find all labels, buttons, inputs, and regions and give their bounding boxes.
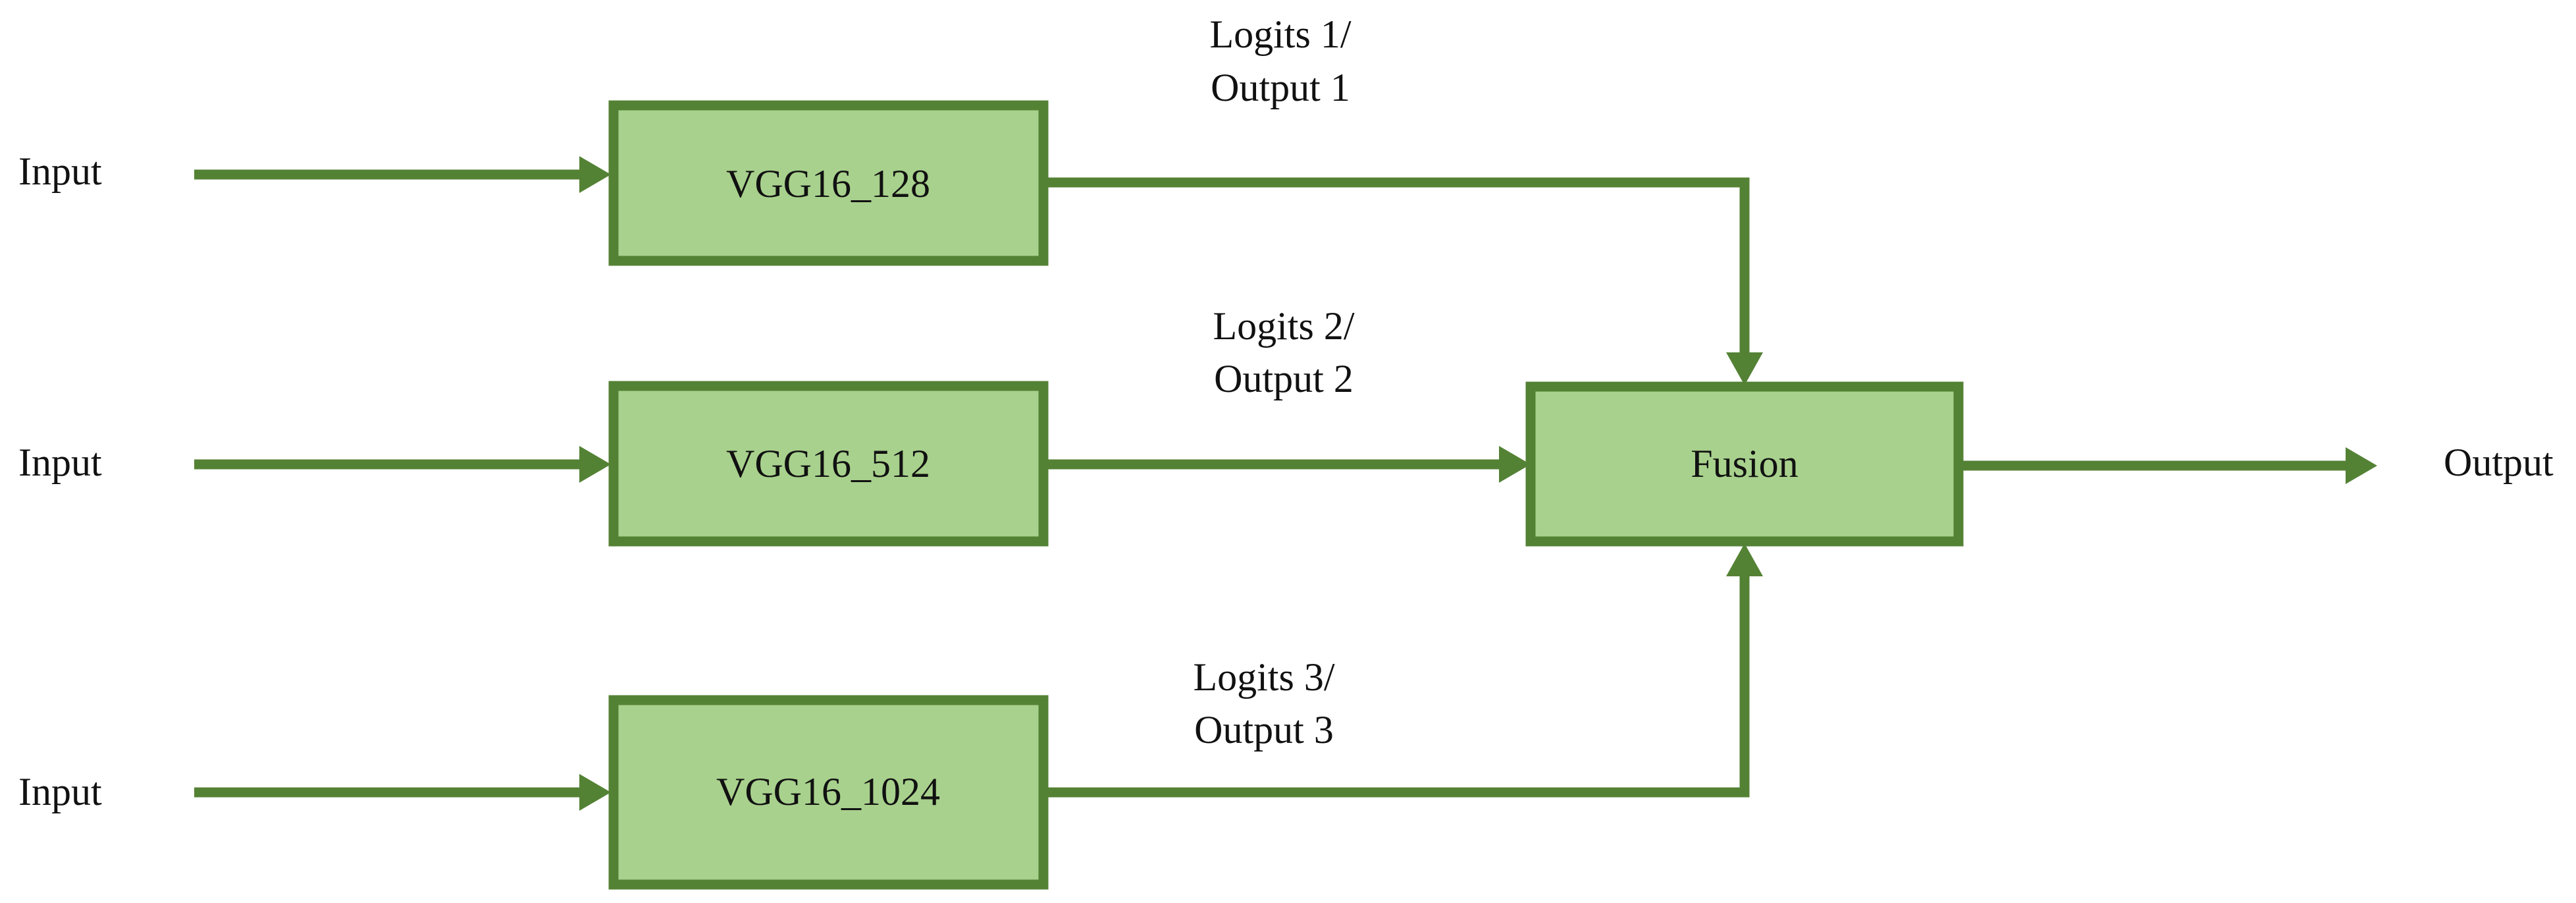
fusion-box: Fusion (1525, 381, 1964, 547)
edge-label-3-line2: Output 3 (1194, 708, 1334, 752)
edge-model1-to-fusion (1043, 177, 1763, 385)
edge-label-1-line2: Output 1 (1211, 66, 1350, 109)
input-label-2: Input (18, 441, 102, 484)
model-label-2: VGG16_512 (726, 442, 930, 485)
edge-label-3-line1: Logits 3/ (1193, 655, 1334, 699)
output-arrow (1958, 447, 2377, 484)
fusion-label: Fusion (1691, 442, 1798, 485)
model-label-1: VGG16_128 (726, 162, 930, 205)
edge-model3-to-fusion (1043, 543, 1763, 798)
model-box-vgg16-1024: VGG16_1024 (608, 695, 1049, 890)
edge-model2-to-fusion (1043, 446, 1531, 483)
edge-label-1-line1: Logits 1/ (1209, 13, 1351, 56)
input-label-3: Input (18, 770, 102, 813)
edge-label-2-line2: Output 2 (1214, 357, 1354, 400)
model-label-3: VGG16_1024 (716, 770, 940, 813)
model-box-vgg16-512: VGG16_512 (608, 381, 1049, 547)
edge-label-2-line1: Logits 2/ (1213, 304, 1354, 348)
output-label: Output (2444, 441, 2554, 484)
edge-label-logits-2: Logits 2/ Output 2 (1213, 304, 1354, 400)
input-label-1: Input (18, 150, 102, 193)
input-arrow-1 (194, 156, 611, 193)
input-arrow-3 (194, 774, 611, 811)
input-arrow-2 (194, 446, 611, 483)
model-box-vgg16-128: VGG16_128 (608, 100, 1049, 266)
edge-label-logits-3: Logits 3/ Output 3 (1193, 655, 1334, 752)
edge-label-logits-1: Logits 1/ Output 1 (1209, 13, 1351, 109)
